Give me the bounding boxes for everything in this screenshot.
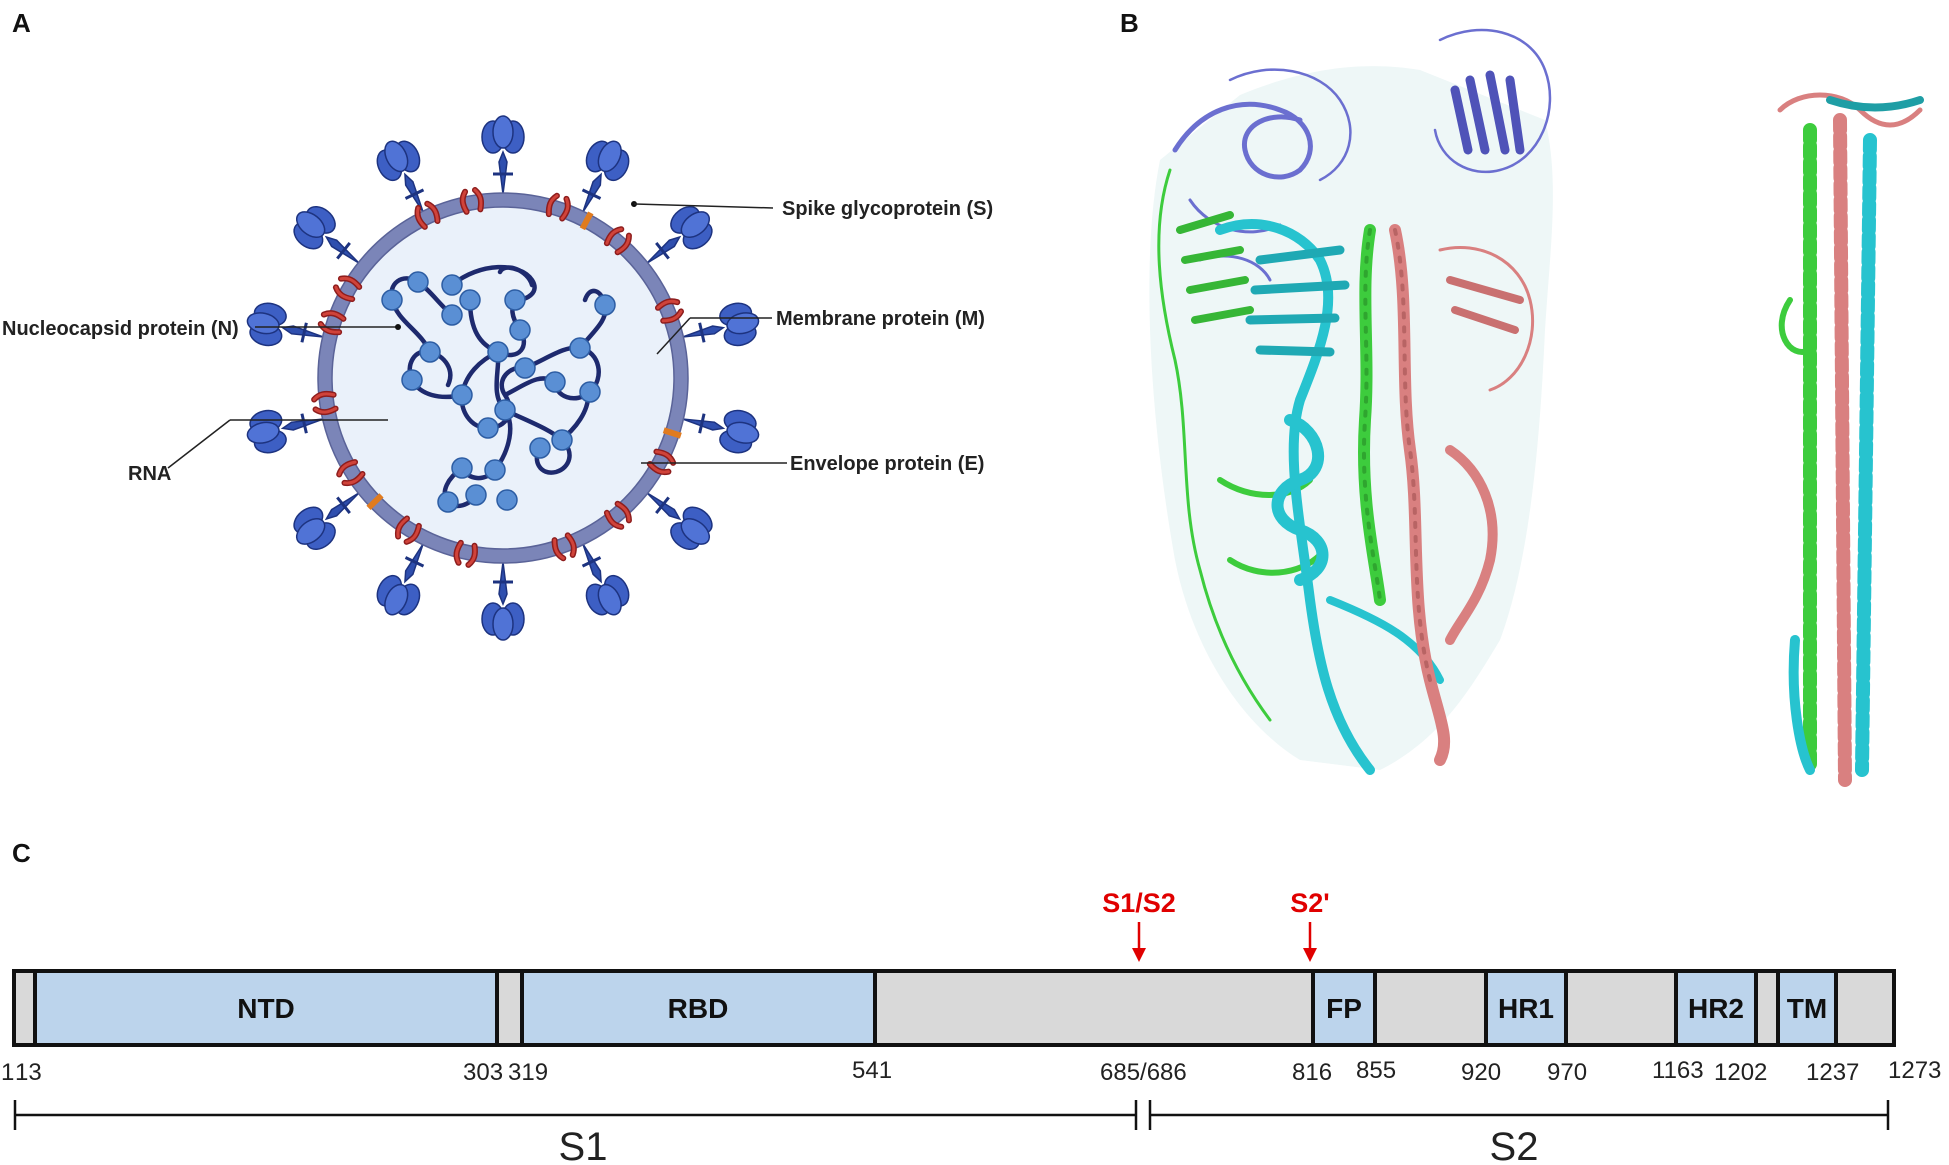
residue-positions: 1 13 303 319 541 685/686 816 855 920 970…: [1, 1057, 1941, 1086]
nucleocapsid-bead: [487, 341, 509, 363]
spike-icon: [480, 114, 526, 196]
nucleocapsid-bead: [594, 294, 616, 316]
position-label: 970: [1547, 1059, 1587, 1086]
nucleocapsid-bead: [551, 429, 573, 451]
cleavage-arrow-s2-prime: [1303, 948, 1317, 962]
panel-letter-c: C: [12, 838, 31, 868]
position-label: 303: [463, 1059, 503, 1086]
nucleocapsid-bead: [451, 384, 473, 406]
cleavage-label-s2-prime: S2': [1290, 888, 1329, 918]
spike-icon: [676, 396, 765, 459]
nucleocapsid-bead: [459, 289, 481, 311]
domain-label-hr2: HR2: [1688, 993, 1744, 1024]
ribbon-chain-cyan: [1215, 219, 1444, 775]
domain-hr1: HR1: [1484, 969, 1568, 1047]
domain-ntd: NTD: [33, 969, 499, 1047]
cleavage-label-s1-s2: S1/S2: [1102, 888, 1176, 918]
label-rna: RNA: [128, 463, 171, 485]
nucleocapsid-bead: [381, 289, 403, 311]
label-membrane-protein: Membrane protein (M): [776, 308, 985, 330]
position-label: 816: [1292, 1059, 1332, 1086]
rna-strand: [389, 264, 608, 509]
helical-bundle-side-view: [1777, 92, 1924, 787]
nucleocapsid-bead: [451, 457, 473, 479]
nucleocapsid-bead: [441, 304, 463, 326]
domain-rbd: RBD: [520, 969, 877, 1047]
nucleocapsid-bead: [477, 417, 499, 439]
nucleocapsid-bead: [579, 381, 601, 403]
ribbon-chain-salmon: [1389, 224, 1535, 766]
label-spike-glycoprotein: Spike glycoprotein (S): [782, 198, 993, 220]
domain-fp: FP: [1311, 969, 1377, 1047]
nucleocapsid-bead: [514, 357, 536, 379]
domain-tm: TM: [1776, 969, 1838, 1047]
nucleocapsid-bead: [407, 271, 429, 293]
domain-label-rbd: RBD: [668, 993, 729, 1024]
position-label: 1163: [1652, 1057, 1704, 1084]
panel-letter-b: B: [1120, 8, 1139, 38]
subunit-brackets: [13, 1100, 1890, 1130]
position-label: 855: [1356, 1057, 1396, 1084]
position-label: 319: [508, 1059, 548, 1086]
domain-map: S1/S2 S2' NTD RBD FP HR1 HR2: [1, 888, 1941, 1165]
nucleocapsid-bead: [544, 371, 566, 393]
domain-hr2: HR2: [1674, 969, 1758, 1047]
position-label: 920: [1461, 1059, 1501, 1086]
nucleocapsid-bead: [437, 491, 459, 513]
ribbon-chain-slate: [1172, 28, 1552, 282]
nucleocapsid-bead: [504, 289, 526, 311]
panel-letter-a: A: [12, 8, 31, 38]
domain-label-fp: FP: [1326, 993, 1362, 1024]
position-label: 1202: [1714, 1059, 1767, 1086]
nucleocapsid-bead: [569, 337, 591, 359]
ribbon-chain-green: [1157, 168, 1386, 722]
nucleocapsid-bead: [441, 274, 463, 296]
cleavage-arrow-s1-s2: [1132, 948, 1146, 962]
callout-lines: [167, 201, 787, 469]
nucleocapsid-bead: [401, 369, 423, 391]
position-label: 685/686: [1100, 1059, 1187, 1086]
position-label: 1237: [1806, 1059, 1859, 1086]
cleavage-sites: S1/S2 S2': [1102, 888, 1330, 962]
nucleocapsid-bead: [419, 341, 441, 363]
subunit-label-s1: S1: [559, 1125, 608, 1165]
position-label: 13: [15, 1059, 42, 1086]
virion-diagram: Spike glycoprotein (S) Membrane protein …: [2, 114, 993, 642]
label-envelope-protein: Envelope protein (E): [790, 453, 984, 475]
nucleocapsid-proteins: [381, 271, 616, 513]
domain-label-ntd: NTD: [237, 993, 295, 1024]
nucleocapsid-bead: [465, 484, 487, 506]
label-nucleocapsid-protein: Nucleocapsid protein (N): [2, 318, 239, 340]
nucleocapsid-bead: [529, 437, 551, 459]
subunit-label-s2: S2: [1490, 1125, 1539, 1165]
domain-label-tm: TM: [1787, 993, 1827, 1024]
position-label: 1273: [1888, 1057, 1941, 1084]
nucleocapsid-bead: [509, 319, 531, 341]
nucleocapsid-bead: [494, 399, 516, 421]
spike-trimer-structure: [1149, 28, 1924, 787]
nucleocapsid-bead: [484, 459, 506, 481]
nucleocapsid-bead: [496, 489, 518, 511]
spike-icon: [241, 297, 330, 360]
spike-icon: [480, 560, 526, 642]
domain-label-hr1: HR1: [1498, 993, 1554, 1024]
position-label: 541: [852, 1057, 892, 1084]
spike-icon: [676, 297, 765, 360]
position-label: 1: [1, 1059, 14, 1086]
